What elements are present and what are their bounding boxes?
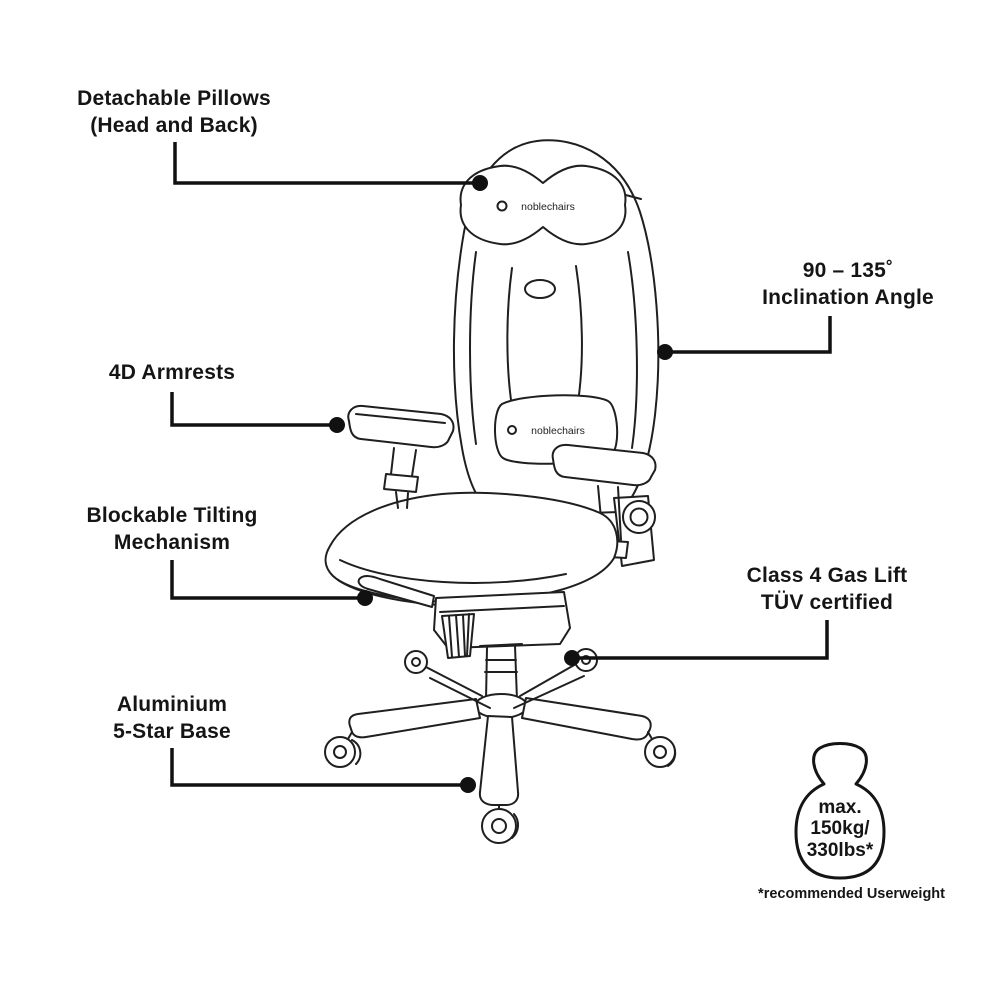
callout-text: (Head and Back) (90, 113, 258, 137)
brand-logo-icon (496, 200, 508, 212)
lumbar-brand-text: noblechairs (531, 425, 585, 437)
callout-connector (667, 316, 832, 354)
callout-4d-armrests: 4D Armrests (22, 360, 322, 387)
headrest-pillow (459, 164, 627, 246)
callout-connector (170, 748, 466, 787)
callout-text: Class 4 Gas Lift (746, 564, 908, 587)
callout-text: Detachable Pillows (77, 87, 271, 110)
callout-text: Mechanism (113, 530, 231, 554)
base-arm-back-right (513, 663, 585, 709)
tilt-lever (357, 574, 435, 608)
callout-gas-lift: Class 4 Gas Lift TÜV certified (677, 563, 977, 617)
base-arm-front (478, 715, 520, 806)
weight-limit-line: 330lbs* (806, 839, 874, 861)
headrest-brand-text: noblechairs (521, 201, 575, 213)
armrest-right (551, 443, 657, 487)
callout-inclination-angle: 90 – 135˚ Inclination Angle (698, 258, 998, 312)
callout-dot (357, 590, 373, 606)
chair-illustration: noblechairs noblechairs (324, 139, 677, 844)
callout-dot (329, 417, 345, 433)
callout-text: Inclination Angle (762, 285, 934, 309)
userweight-footnote: *recommended Userweight (758, 886, 945, 902)
base-arm-back-left (423, 665, 491, 709)
weight-icon (794, 742, 886, 880)
backrest-emblem (524, 279, 556, 299)
callout-detachable-pillows: Detachable Pillows (Head and Back) (24, 86, 324, 140)
callout-text: Blockable Tilting (86, 504, 258, 527)
base-arm-left (348, 698, 481, 739)
base-arm-right (521, 697, 652, 741)
callout-dots (329, 175, 673, 793)
caster-front (481, 804, 519, 844)
callout-text: Aluminium (116, 693, 228, 716)
callout-dot (472, 175, 488, 191)
callout-text: 90 – 135˚ (802, 259, 894, 282)
weight-limit-line: max. (818, 797, 862, 818)
callout-connectors (170, 142, 832, 787)
weight-limit-line: 150kg/ (810, 818, 870, 840)
callout-dot (460, 777, 476, 793)
callout-text: 4D Armrests (108, 361, 236, 384)
callout-five-star-base: Aluminium 5-Star Base (22, 692, 322, 746)
caster-right (644, 731, 677, 768)
callout-text: TÜV certified (760, 590, 894, 614)
callout-connector (173, 142, 478, 185)
weight-limit-label: max. 150kg/ 330lbs* (788, 797, 892, 861)
caster-back-left (404, 650, 428, 674)
callout-dot (657, 344, 673, 360)
brand-logo-icon (507, 425, 517, 435)
callout-connector (574, 620, 829, 660)
recline-knob (622, 500, 656, 534)
callout-tilting-mechanism: Blockable Tilting Mechanism (22, 503, 322, 557)
caster-left (324, 731, 362, 768)
armrest-left (347, 404, 455, 449)
gas-lift-column (479, 643, 523, 701)
callout-connector (170, 560, 363, 600)
callout-connector (170, 392, 335, 427)
callout-dot (564, 650, 580, 666)
callout-text: 5-Star Base (113, 719, 231, 743)
